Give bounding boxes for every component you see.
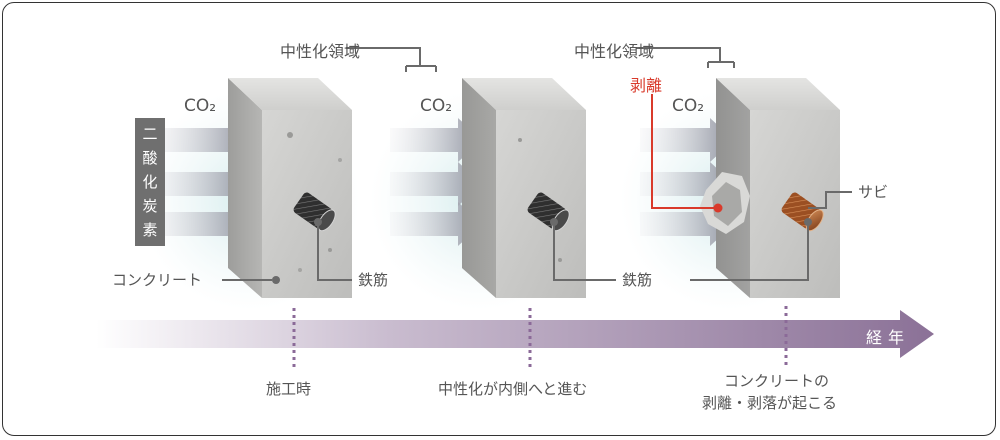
co2-label-1: CO₂ — [184, 96, 217, 116]
vertical-char: 二 — [142, 124, 158, 143]
peeling-label: 剥離 — [630, 76, 663, 95]
peeling-leader — [651, 94, 718, 209]
stage-label-3-line1: コンクリートの — [724, 372, 830, 390]
rebar-label-2: 鉄筋 — [622, 271, 653, 289]
co2-label-3: CO₂ — [672, 96, 705, 116]
rust-label: サビ — [858, 183, 889, 201]
vertical-char: 化 — [142, 172, 158, 191]
concrete-label: コンクリート — [112, 271, 203, 289]
timeline-arrow — [96, 310, 934, 358]
timeline-label: 経年 — [866, 328, 911, 347]
co2-arrows-2 — [390, 118, 482, 246]
stage-label-1: 施工時 — [266, 380, 312, 398]
rebar-label-1: 鉄筋 — [358, 271, 389, 289]
co2-arrows-1 — [150, 118, 252, 246]
vertical-char: 炭 — [142, 196, 158, 215]
concrete-block-2 — [462, 78, 586, 298]
stage-label-2: 中性化が内側へと進む — [438, 380, 588, 398]
rebar-1 — [293, 192, 336, 232]
concrete-block-3 — [700, 78, 840, 298]
concrete-block-1 — [228, 78, 352, 298]
stage-label-3-line2: 剥離・剥落が起こる — [702, 394, 838, 412]
stage-markers — [292, 306, 788, 368]
co2-label-2: CO₂ — [420, 96, 453, 116]
carbon-dioxide-vertical-label: 二 酸 化 炭 素 — [135, 118, 165, 246]
vertical-char: 酸 — [142, 148, 158, 167]
leader-lines — [222, 47, 852, 281]
neutralization-zone-label-1: 中性化領域 — [280, 42, 361, 61]
neutralization-zone-label-2: 中性化領域 — [574, 42, 655, 61]
vertical-char: 素 — [142, 220, 158, 239]
